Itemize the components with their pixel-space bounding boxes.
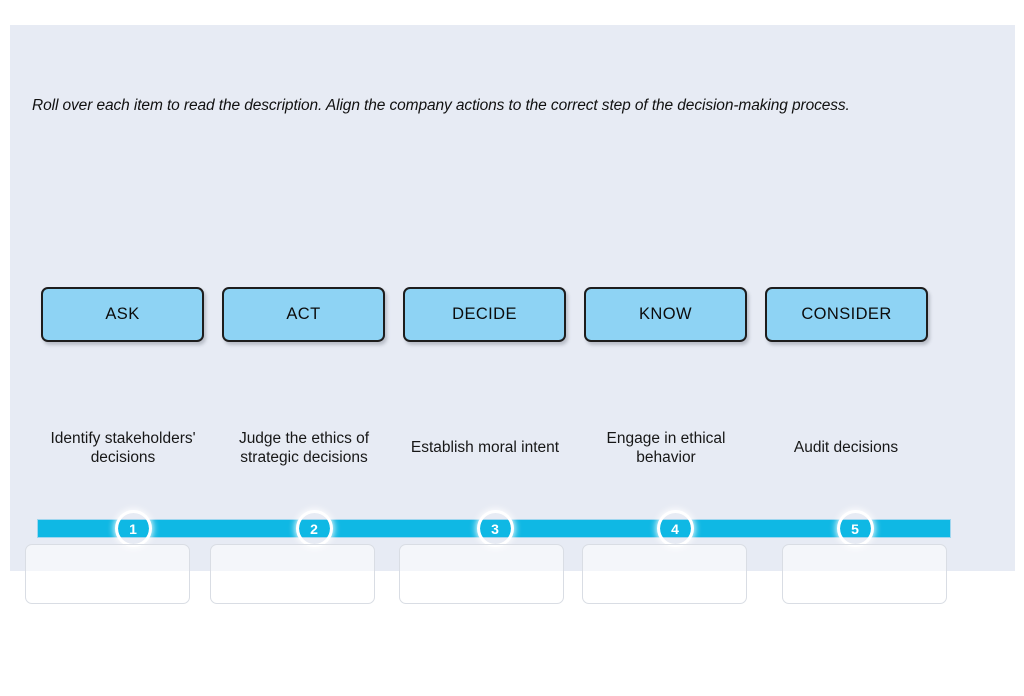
step-marker-2[interactable]: 2 — [299, 513, 330, 544]
term-button-row: ASK ACT DECIDE KNOW CONSIDER — [10, 287, 1015, 349]
process-timeline: 1 2 3 4 5 — [10, 495, 1015, 557]
step-marker-5[interactable]: 5 — [840, 513, 871, 544]
term-button-decide[interactable]: DECIDE — [403, 287, 566, 342]
step-caption-row: Identify stakeholders' decisions Judge t… — [10, 429, 1015, 483]
drop-zone-row — [0, 544, 1024, 614]
drop-zone-2[interactable] — [210, 544, 375, 604]
term-button-consider[interactable]: CONSIDER — [765, 287, 928, 342]
drop-zone-5[interactable] — [782, 544, 947, 604]
step-caption-5: Audit decisions — [793, 439, 899, 456]
step-caption-3: Establish moral intent — [410, 439, 560, 456]
term-button-ask[interactable]: ASK — [41, 287, 204, 342]
drop-zone-1[interactable] — [25, 544, 190, 604]
term-button-label: CONSIDER — [801, 305, 892, 323]
term-button-act[interactable]: ACT — [222, 287, 385, 342]
step-caption-4: Engage in ethical behavior — [606, 430, 726, 466]
drop-zone-3[interactable] — [399, 544, 564, 604]
step-caption-1: Identify stakeholders' decisions — [50, 430, 196, 466]
instructions-text: Roll over each item to read the descript… — [32, 97, 850, 114]
step-caption-2: Judge the ethics of strategic decisions — [238, 430, 370, 466]
term-button-label: ASK — [105, 305, 140, 323]
activity-panel: Roll over each item to read the descript… — [10, 25, 1015, 571]
term-button-know[interactable]: KNOW — [584, 287, 747, 342]
term-button-label: DECIDE — [452, 305, 517, 323]
step-marker-3[interactable]: 3 — [480, 513, 511, 544]
term-button-label: ACT — [286, 305, 321, 323]
step-marker-1[interactable]: 1 — [118, 513, 149, 544]
term-button-label: KNOW — [639, 305, 692, 323]
drop-zone-4[interactable] — [582, 544, 747, 604]
timeline-bar — [37, 519, 951, 538]
step-marker-4[interactable]: 4 — [660, 513, 691, 544]
